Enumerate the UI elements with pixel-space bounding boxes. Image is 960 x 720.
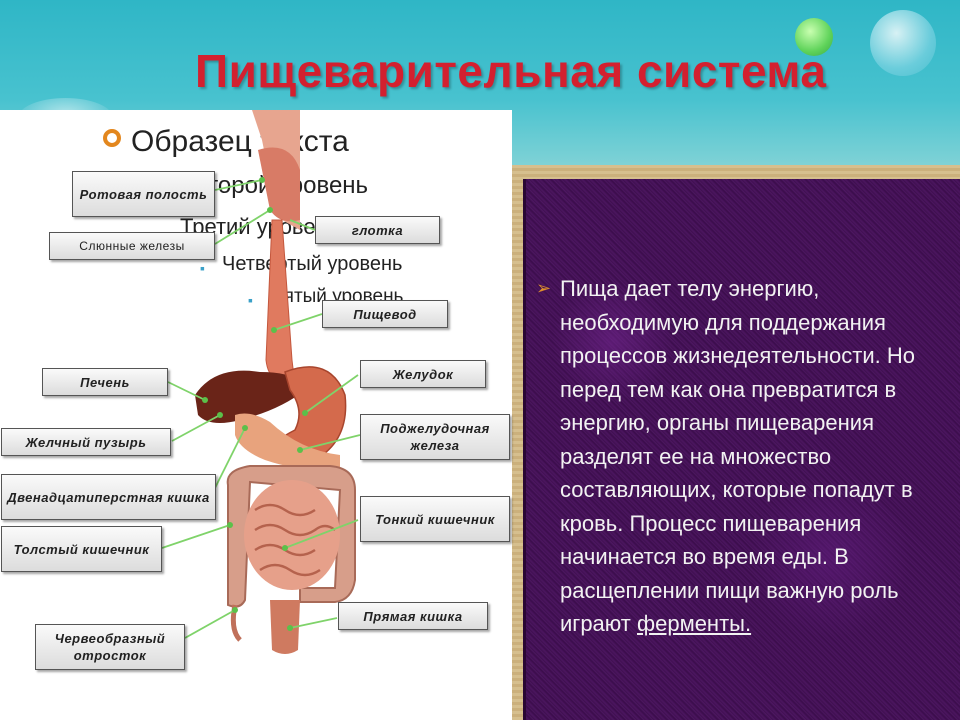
- arrow-bullet-icon: ➢: [536, 278, 552, 298]
- blue-bubble: [870, 10, 936, 76]
- bullet-ring-icon: [103, 129, 121, 147]
- small-intestine-coils: [254, 503, 336, 577]
- placeholder-bullet-level4: Четвертый уровень: [222, 253, 403, 275]
- label-small-intestine: Тонкий кишечник: [360, 496, 510, 542]
- label-mouth: Ротовая полость: [72, 171, 215, 217]
- label-gallbladder: Желчный пузырь: [1, 428, 171, 456]
- rectum-shape: [270, 600, 300, 654]
- label-pharynx: глотка: [315, 216, 440, 244]
- page-title: Пищеварительная система: [195, 45, 827, 97]
- large-intestine-shape: [226, 465, 356, 608]
- label-large-intestine: Толстый кишечник: [1, 526, 162, 572]
- label-rectum: Прямая кишка: [338, 602, 488, 630]
- label-esophagus: Пищевод: [322, 300, 448, 328]
- leader-dots: [202, 177, 308, 631]
- label-salivary-glands: Слюнные железы: [49, 232, 215, 260]
- description-text: ➢Пища дает телу энергию, необходимую для…: [536, 272, 940, 641]
- placeholder-bullet-level1: Образец текста: [103, 125, 349, 159]
- ferments-link[interactable]: ферменты.: [637, 611, 752, 636]
- label-stomach: Желудок: [360, 360, 486, 388]
- leader-lines: [161, 179, 361, 639]
- pancreas-shape: [235, 413, 340, 471]
- label-liver: Печень: [42, 368, 168, 396]
- small-intestine-shape: [244, 480, 340, 590]
- digestive-system-illustration: [161, 110, 361, 654]
- label-duodenum: Двенадцатиперстная кишка: [1, 474, 216, 520]
- label-appendix: Червеобразный отросток: [35, 624, 185, 670]
- bullet-dot-icon: ▪: [200, 260, 205, 276]
- liver-shape: [195, 370, 305, 424]
- bullet-dot-icon: ▪: [248, 292, 253, 308]
- esophagus-shape: [265, 219, 296, 386]
- description-panel: [523, 179, 960, 720]
- green-bubble: [795, 18, 833, 56]
- label-pancreas: Поджелудочная железа: [360, 414, 510, 460]
- oral-cavity: [258, 147, 300, 222]
